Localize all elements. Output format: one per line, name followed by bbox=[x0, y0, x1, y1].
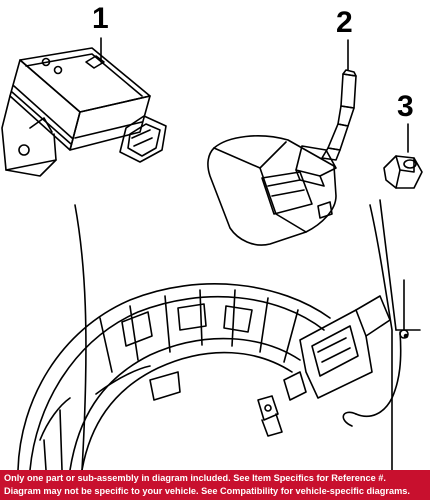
disclaimer-line-1: Only one part or sub-assembly in diagram… bbox=[4, 473, 386, 483]
disclaimer-banner: Only one part or sub-assembly in diagram… bbox=[0, 470, 430, 500]
callout-2: 2 bbox=[336, 6, 353, 39]
parts-diagram bbox=[1, 37, 423, 470]
wheel-well-structure bbox=[17, 199, 421, 470]
part-2-tire-pressure-sensor bbox=[207, 39, 357, 246]
callout-3: 3 bbox=[397, 90, 414, 123]
callout-1: 1 bbox=[92, 2, 109, 35]
part-1-tpms-module bbox=[1, 37, 167, 177]
part-3-valve-nut bbox=[383, 123, 423, 189]
disclaimer-line-2: Diagram may not be specific to your vehi… bbox=[4, 486, 410, 496]
